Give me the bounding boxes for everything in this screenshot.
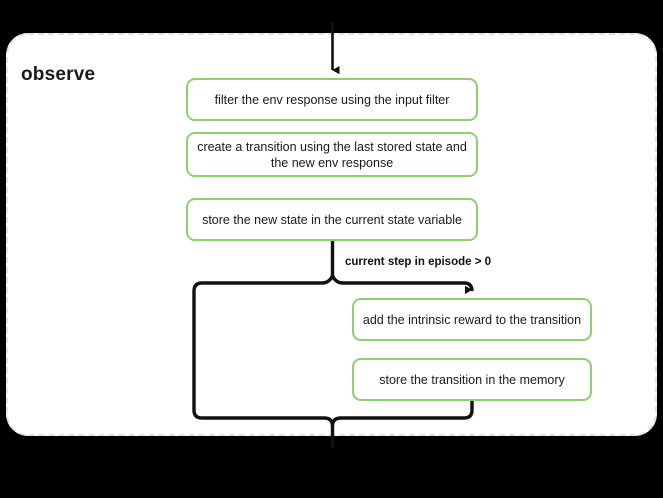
node-store-new-state[interactable]: store the new state in the current state… xyxy=(186,198,478,241)
node-filter-env-response-label: filter the env response using the input … xyxy=(214,92,450,107)
node-filter-env-response[interactable]: filter the env response using the input … xyxy=(186,78,478,121)
node-create-transition-label: create a transition using the last store… xyxy=(197,139,467,170)
observe-group-title: observe xyxy=(21,64,96,85)
node-add-intrinsic-reward[interactable]: add the intrinsic reward to the transiti… xyxy=(352,298,592,341)
node-store-new-state-label: store the new state in the current state… xyxy=(202,212,462,227)
node-store-transition-memory[interactable]: store the transition in the memory xyxy=(352,358,592,401)
node-store-transition-memory-label: store the transition in the memory xyxy=(379,372,565,387)
node-add-intrinsic-reward-label: add the intrinsic reward to the transiti… xyxy=(362,312,582,327)
edge-condition-label: current step in episode > 0 xyxy=(345,256,492,268)
node-create-transition[interactable]: create a transition using the last store… xyxy=(186,132,478,177)
